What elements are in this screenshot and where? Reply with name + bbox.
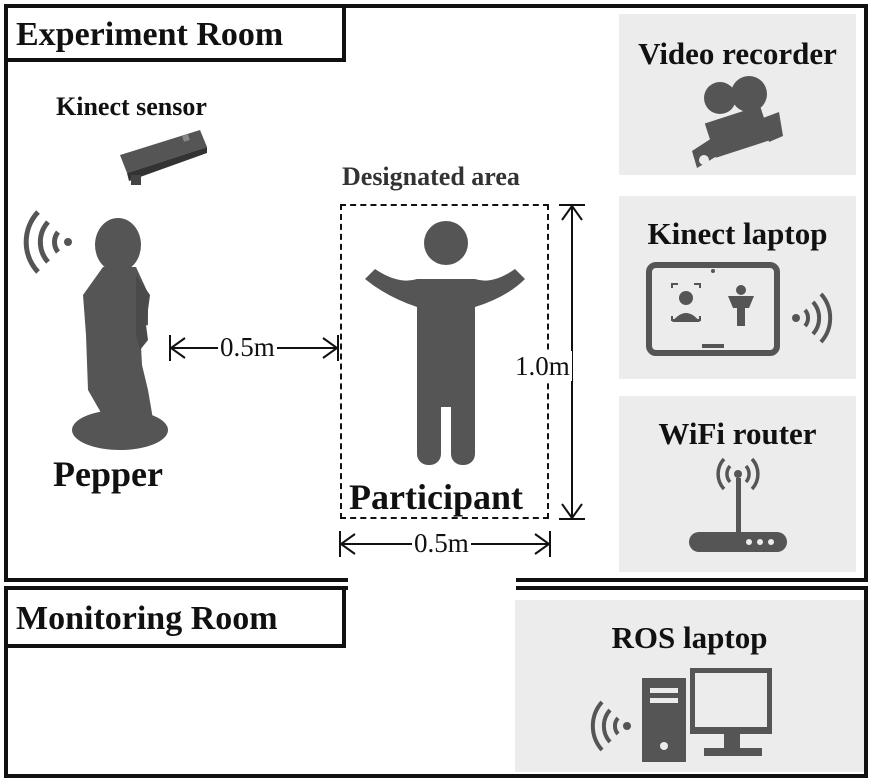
wifi-signal-icon (792, 292, 833, 344)
wifi-signal-icon (590, 700, 631, 752)
experiment-room-title: Experiment Room (4, 4, 346, 62)
wifi-router-panel: WiFi router (619, 396, 856, 572)
designated-area-label: Designated area (342, 162, 520, 191)
pepper-robot-icon (72, 218, 168, 450)
doorway-gap (348, 575, 516, 591)
distance-label: 0.5m (218, 332, 277, 362)
participant-label: Participant (349, 477, 523, 517)
wifi-router-title: WiFi router (658, 416, 817, 451)
ros-laptop-title: ROS laptop (611, 620, 768, 655)
ros-laptop-panel: ROS laptop (515, 600, 864, 772)
video-recorder-panel: Video recorder (619, 14, 856, 175)
kinect-sensor-icon (120, 130, 207, 185)
area-width-label: 0.5m (412, 528, 471, 558)
area-height-label: 1.0m (513, 351, 572, 381)
kinect-sensor-label: Kinect sensor (56, 92, 207, 121)
pepper-label: Pepper (53, 454, 163, 494)
kinect-laptop-panel: Kinect laptop (619, 196, 856, 379)
wifi-signal-icon (23, 210, 72, 274)
height-arrow (559, 204, 585, 520)
desktop-computer-icon (642, 668, 772, 762)
kinect-laptop-title: Kinect laptop (647, 216, 828, 251)
video-recorder-title: Video recorder (638, 36, 837, 71)
participant-icon (365, 221, 525, 465)
video-camera-icon (692, 76, 783, 168)
tablet-icon (646, 262, 780, 356)
router-icon (689, 457, 787, 552)
monitoring-room-title: Monitoring Room (4, 586, 346, 648)
